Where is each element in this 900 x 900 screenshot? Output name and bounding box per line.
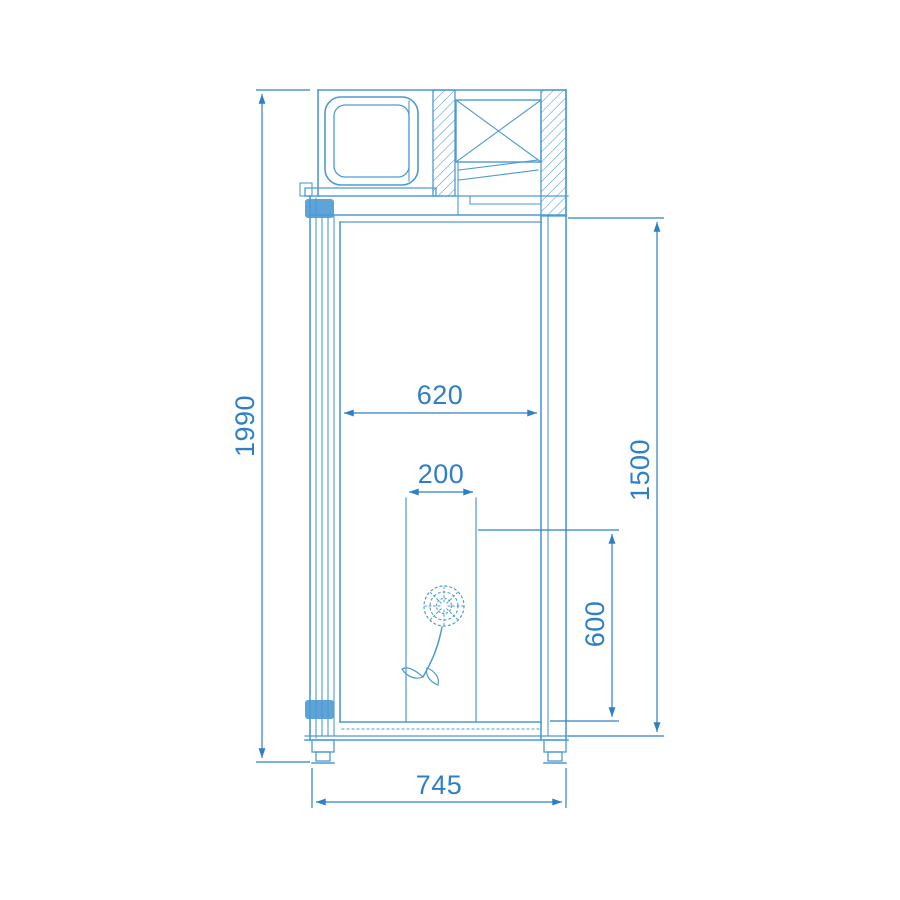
dimension-lines [256, 89, 664, 808]
flower-stem [422, 626, 443, 678]
inner-width-value: 620 [417, 380, 464, 410]
left-foot [311, 739, 335, 764]
flower-leaf [425, 667, 440, 686]
dim-overall-depth [311, 768, 567, 808]
hatched-divider-wall [432, 89, 456, 197]
dim-inner-height [568, 217, 664, 737]
fan-box [455, 99, 542, 216]
flower-leaf [401, 667, 425, 679]
hinges [305, 199, 334, 719]
cabinet-structure [299, 89, 569, 764]
hatched-right-wall [540, 89, 567, 217]
bottom-hinge [305, 700, 334, 719]
dim-overall-height [256, 89, 310, 763]
right-wall [540, 215, 567, 741]
top-hinge [305, 199, 334, 218]
dimension-labels: 1990 620 200 1500 600 745 [230, 380, 655, 800]
dim-zone-height [478, 529, 619, 722]
right-foot [543, 739, 567, 764]
flower-fluff [424, 586, 464, 626]
overall-depth-value: 745 [416, 770, 463, 800]
inner-height-value: 1500 [625, 439, 655, 501]
zone-height-value: 600 [580, 601, 610, 648]
base [304, 721, 569, 764]
zone-width-value: 200 [418, 459, 465, 489]
compressor-unit [299, 96, 437, 197]
flower-illustration [401, 585, 465, 686]
machine-compartment [299, 89, 569, 223]
door-panel [309, 195, 341, 741]
overall-height-value: 1990 [230, 395, 260, 457]
product-zone [405, 497, 477, 723]
